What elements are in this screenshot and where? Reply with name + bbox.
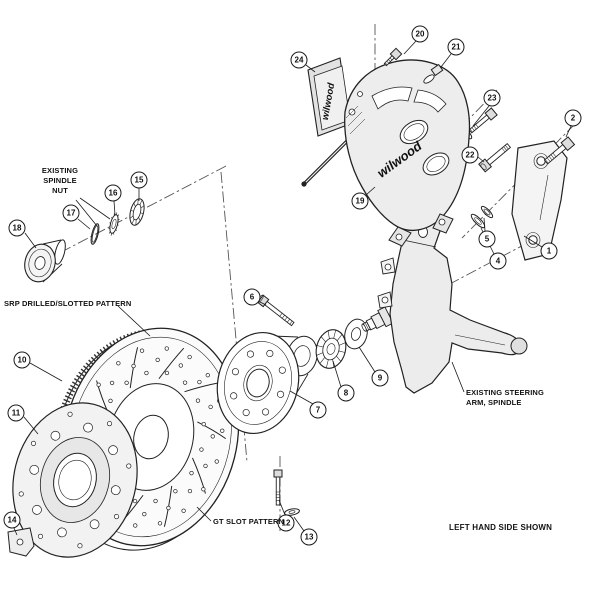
callout-15: 15 bbox=[130, 171, 148, 189]
callout-10: 10 bbox=[13, 351, 31, 369]
retainer-ring-drawing bbox=[90, 223, 100, 245]
bridge-bolt-drawing bbox=[383, 47, 403, 67]
spindle-washer-drawing bbox=[344, 318, 368, 350]
caliper-drawing: wilwood bbox=[344, 59, 471, 247]
mount-washer-5-drawing bbox=[480, 205, 494, 219]
callout-16: 16 bbox=[104, 184, 122, 202]
callout-6: 6 bbox=[243, 288, 261, 306]
bracket-bolt-drawing bbox=[543, 136, 576, 165]
callout-21: 21 bbox=[447, 38, 465, 56]
spindle-bearing-drawing bbox=[129, 198, 145, 226]
clip-drawing bbox=[7, 527, 35, 557]
caliper-bracket-drawing bbox=[511, 140, 568, 261]
callout-23: 23 bbox=[483, 89, 501, 107]
callout-4: 4 bbox=[489, 252, 507, 270]
callout-5: 5 bbox=[478, 230, 496, 248]
brake-pad-drawing: wilwood bbox=[307, 57, 351, 137]
callout-14: 14 bbox=[3, 511, 21, 529]
tab-washer-drawing bbox=[108, 212, 120, 236]
callout-17: 17 bbox=[62, 204, 80, 222]
hub-bolt-drawing bbox=[256, 294, 295, 327]
label-srp-pattern: SRP DRILLED/SLOTTED PATTERN bbox=[4, 299, 132, 308]
label-steering-arm: EXISTING STEERING ARM, SPINDLE bbox=[466, 388, 544, 407]
callout-22: 22 bbox=[461, 146, 479, 164]
callout-2: 2 bbox=[564, 109, 582, 127]
footer-note: LEFT HAND SIDE SHOWN bbox=[449, 523, 553, 532]
steering-knuckle-drawing bbox=[361, 212, 528, 394]
callout-8: 8 bbox=[337, 384, 355, 402]
bridge-nut-drawing bbox=[423, 63, 444, 84]
callout-11: 11 bbox=[7, 404, 25, 422]
callout-1: 1 bbox=[540, 242, 558, 260]
callout-18: 18 bbox=[8, 219, 26, 237]
hat-bolt-drawing bbox=[273, 469, 283, 506]
dust-cap-drawing bbox=[24, 239, 66, 283]
wheel-bearing-drawing bbox=[315, 329, 347, 369]
label-gt-pattern: GT SLOT PATTERN bbox=[213, 517, 285, 526]
caliper-bolt-drawing bbox=[478, 142, 512, 173]
callout-13: 13 bbox=[300, 528, 318, 546]
callout-9: 9 bbox=[371, 369, 389, 387]
brake-hat-drawing bbox=[12, 402, 138, 558]
callout-7: 7 bbox=[309, 401, 327, 419]
hub-drawing bbox=[216, 331, 318, 435]
callout-leader-lines bbox=[13, 40, 572, 536]
callout-20: 20 bbox=[411, 25, 429, 43]
callout-12: 12 bbox=[277, 514, 295, 532]
callout-19: 19 bbox=[351, 192, 369, 210]
label-existing-spindle-nut: EXISTING SPINDLE NUT bbox=[41, 166, 79, 195]
callout-24: 24 bbox=[290, 51, 308, 69]
